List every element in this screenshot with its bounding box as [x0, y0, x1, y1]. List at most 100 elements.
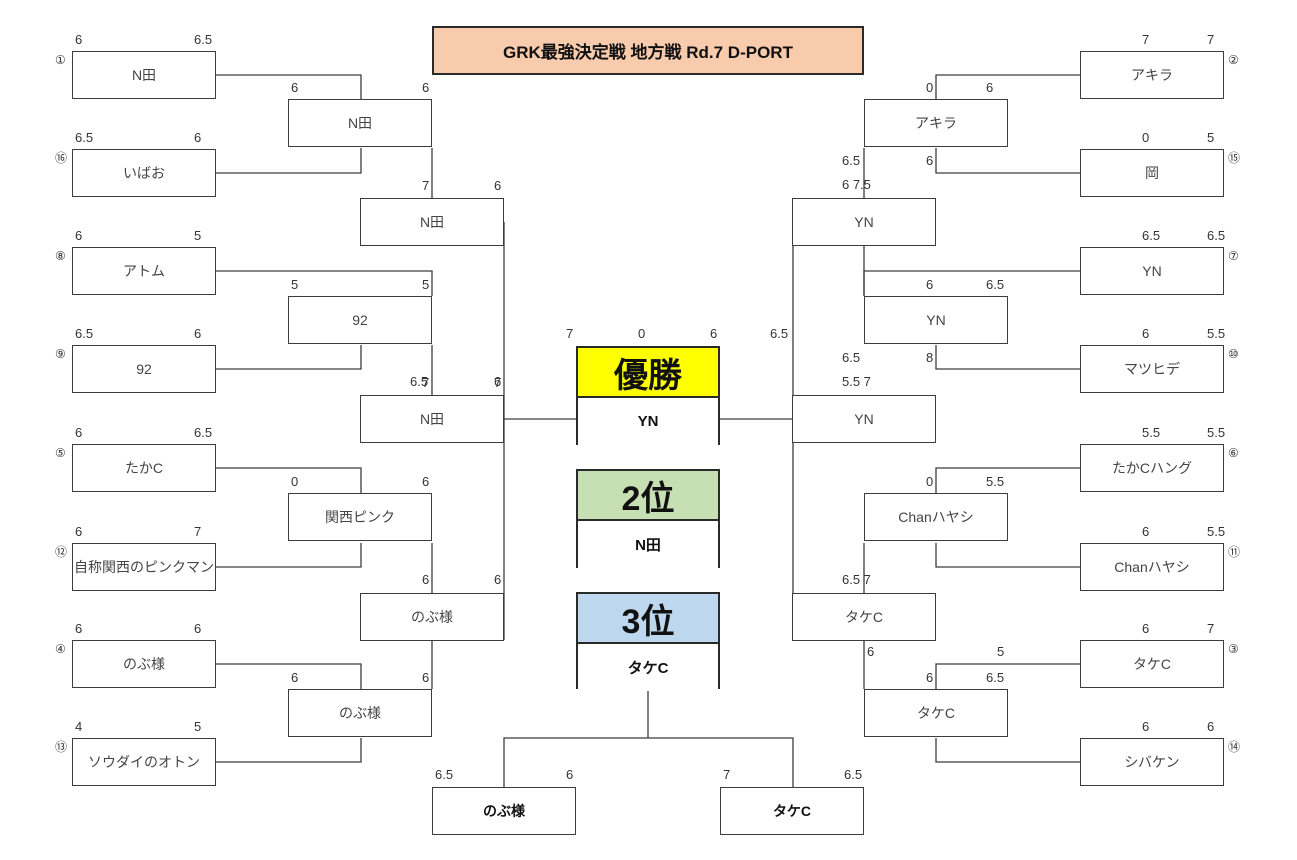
left-r2-score-b: 6: [422, 670, 430, 685]
left-r1-score-b: 6.5: [194, 32, 213, 47]
left-r1-score-a: 6: [75, 621, 83, 636]
right-r2-score-c: 6.5: [842, 153, 861, 168]
right-r2-score-a: 6: [926, 670, 934, 685]
right-r1-player: マツヒデ: [1080, 345, 1224, 393]
right-r1-seed: ③: [1228, 642, 1239, 656]
right-r2-score-b: 5.5: [986, 474, 1005, 489]
left-r2-score-b: 5: [422, 277, 430, 292]
left-r1-seed: ⑤: [55, 446, 66, 460]
left-r1-score-a: 6: [75, 524, 83, 539]
left-r1-player: 自称関西のピンクマン: [72, 543, 216, 591]
left-r1-seed: ⑫: [55, 545, 68, 559]
left-r1-score-a: 6.5: [75, 326, 94, 341]
right-r1-score-b: 7: [1207, 621, 1215, 636]
right-r1-seed: ⑩: [1228, 347, 1239, 361]
right-r1-seed: ⑥: [1228, 446, 1239, 460]
left-r3-player: N田: [360, 395, 504, 443]
right-r1-player: タケC: [1080, 640, 1224, 688]
right-r1-player: シバケン: [1080, 738, 1224, 786]
right-r2-score-b: 6: [986, 80, 994, 95]
right-r2-player: Chanハヤシ: [864, 493, 1008, 541]
right-r2-score-b: 6.5: [986, 670, 1005, 685]
right-r1-score-b: 5.5: [1207, 524, 1226, 539]
left-r2-player: N田: [288, 99, 432, 147]
left-r1-player: N田: [72, 51, 216, 99]
left-r2-score-a: 6: [291, 80, 299, 95]
champion-panel: 優勝 YN: [576, 346, 720, 445]
left-r2-score-c: 7: [422, 375, 430, 390]
right-r1-seed: ⑭: [1228, 740, 1241, 754]
right-r1-score-b: 6: [1207, 719, 1215, 734]
left-r1-score-b: 7: [194, 524, 202, 539]
left-r1-score-b: 6.5: [194, 425, 213, 440]
right-r2-player: アキラ: [864, 99, 1008, 147]
left-r1-player: たかC: [72, 444, 216, 492]
left-r1-seed: ⑯: [55, 151, 68, 165]
right-r1-score-a: 6: [1142, 326, 1150, 341]
right-r1-player: たかCハング: [1080, 444, 1224, 492]
left-r2-player: のぶ様: [288, 689, 432, 737]
third-place-player: タケC: [720, 787, 864, 835]
right-r1-seed: ⑦: [1228, 249, 1239, 263]
left-r1-score-b: 5: [194, 719, 202, 734]
left-r2-score-d: 7: [494, 375, 502, 390]
final-score-left: 7: [566, 326, 574, 341]
right-r1-player: アキラ: [1080, 51, 1224, 99]
right-r1-score-b: 5: [1207, 130, 1215, 145]
final-score-far-right: 6.5: [770, 326, 789, 341]
left-r1-score-a: 6: [75, 425, 83, 440]
third-place-panel: 3位 タケC: [576, 592, 720, 691]
tournament-title: GRK最強決定戦 地方戦 Rd.7 D-PORT: [432, 26, 864, 75]
left-r1-seed: ⑬: [55, 740, 68, 754]
third-place-score-a: 6.5: [435, 767, 454, 782]
right-r1-score-a: 6.5: [1142, 228, 1161, 243]
right-r2-score-d: 8: [926, 350, 934, 365]
left-r1-score-a: 6.5: [75, 130, 94, 145]
right-r2-player: YN: [864, 296, 1008, 344]
left-r1-player: ソウダイのオトン: [72, 738, 216, 786]
left-r2-score-b: 6: [422, 80, 430, 95]
right-r3-player: タケC: [792, 593, 936, 641]
second-place-label: 2位: [578, 471, 718, 521]
left-r2-score-d: 6: [494, 178, 502, 193]
champion-name: YN: [578, 398, 718, 445]
right-r2-score-d: 6: [926, 153, 934, 168]
left-r1-player: 92: [72, 345, 216, 393]
right-r3-score: 6 7.5: [842, 177, 871, 192]
left-r1-score-a: 6: [75, 32, 83, 47]
left-r1-score-a: 6: [75, 228, 83, 243]
third-place-score-b: 6: [566, 767, 574, 782]
right-r2-score-a: 6: [926, 277, 934, 292]
left-r3-score-a: 6.5: [410, 374, 429, 389]
right-r3-score: 5.5 7: [842, 374, 871, 389]
final-score-right: 6: [710, 326, 718, 341]
left-r1-score-b: 6: [194, 130, 202, 145]
left-r2-score-c: 7: [422, 178, 430, 193]
left-r2-score-b: 6: [422, 474, 430, 489]
right-r3-player: YN: [792, 198, 936, 246]
left-r1-score-a: 4: [75, 719, 83, 734]
third-place-name: タケC: [578, 644, 718, 691]
left-r1-score-b: 6: [194, 326, 202, 341]
right-r1-player: 岡: [1080, 149, 1224, 197]
right-r1-player: YN: [1080, 247, 1224, 295]
right-r1-score-b: 5.5: [1207, 326, 1226, 341]
right-r3-score-d: 5: [997, 644, 1005, 659]
third-place-score-a: 7: [723, 767, 731, 782]
right-r2-score-a: 0: [926, 80, 934, 95]
left-r1-seed: ⑨: [55, 347, 66, 361]
left-r1-score-b: 6: [194, 621, 202, 636]
left-r1-score-b: 5: [194, 228, 202, 243]
right-r1-score-b: 6.5: [1207, 228, 1226, 243]
third-place-label: 3位: [578, 594, 718, 644]
right-r1-seed: ②: [1228, 53, 1239, 67]
third-place-score-b: 6.5: [844, 767, 863, 782]
left-r1-player: いばお: [72, 149, 216, 197]
right-r2-player: タケC: [864, 689, 1008, 737]
champion-label: 優勝: [578, 348, 718, 398]
left-r2-score-d: 6: [494, 572, 502, 587]
left-r2-score-a: 6: [291, 670, 299, 685]
right-r1-score-b: 5.5: [1207, 425, 1226, 440]
right-r2-score-c: 6.5: [842, 350, 861, 365]
